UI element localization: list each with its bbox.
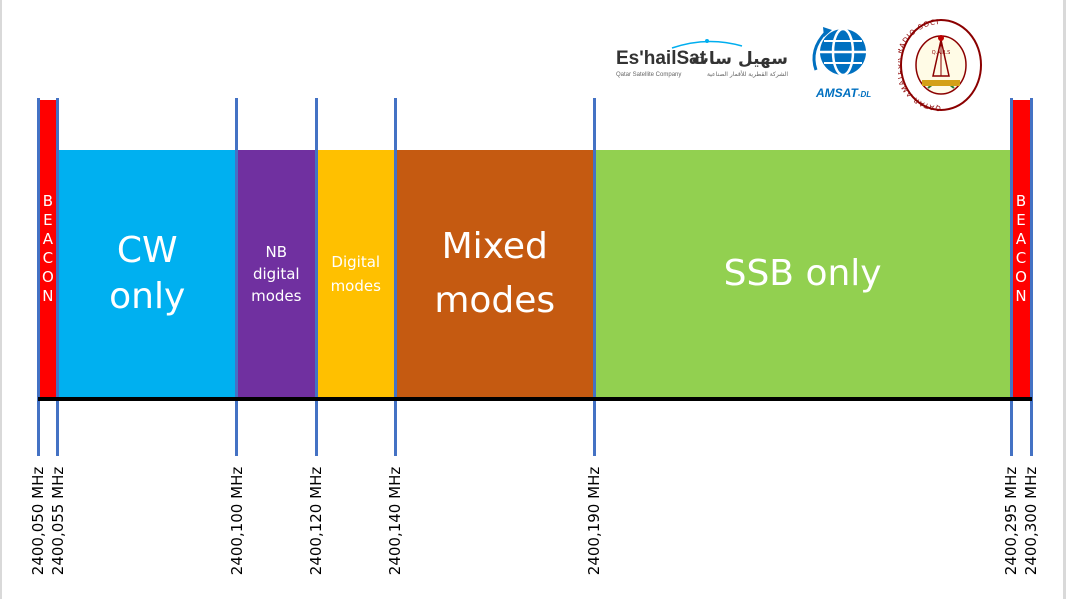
eshailsat-star [705,39,709,43]
segment-ssb-only: SSB only [594,150,1012,398]
qars-wave-dot [938,35,944,41]
frequency-label: 2400,120 MHz [306,458,326,583]
amsat-orbit-arrowhead [823,27,832,37]
segment-label-ssb-only: SSB only [723,253,882,294]
frequency-label-text: 2400,120 MHz [307,466,326,575]
left-frame-border [0,0,2,599]
eshailsat-name: Es'hailSat [616,48,707,69]
baseline-axis [38,397,1032,401]
amsat-orbit-arrow-icon [812,30,828,71]
frequency-label: 2400,300 MHz [1021,458,1041,583]
qars-seal-logo: QATAR AMATEUR RADIO SOCIETY Q.A.R.S [898,10,982,112]
eshailsat-subtitle: Qatar Satellite Company [616,72,681,78]
divider-line [314,98,318,456]
qars-emblem-text: Q.A.R.S [932,50,951,56]
frequency-label: 2400,140 MHz [385,458,405,583]
amsat-dl-logo: AMSAT-DL [812,27,871,100]
qars-desert-band [922,80,960,86]
segment-beacon-high: BEACON [1011,100,1031,398]
frequency-label: 2400,190 MHz [584,458,604,583]
eshailsat-subtitle-arabic: الشركة القطرية للأقمار الصناعية [707,70,788,78]
frequency-label-text: 2400,300 MHz [1022,466,1040,575]
frequency-label-text: 2400,050 MHz [29,466,47,575]
frequency-label: 2400,050 MHz [28,458,48,583]
frequency-label-text: 2400,055 MHz [48,466,67,575]
amsat-text: AMSAT-DL [815,86,871,100]
divider-line [1009,98,1013,456]
frequency-label: 2400,100 MHz [227,458,247,583]
divider-line [36,98,40,456]
frequency-label-text: 2400,190 MHz [585,466,604,575]
divider-line [393,98,397,456]
segment-label-beacon-low: BEACON [42,192,54,305]
frequency-label-text: 2400,140 MHz [386,466,405,575]
divider-line [235,98,239,456]
divider-line [1029,98,1033,456]
right-frame-border [1063,0,1066,599]
frequency-label-text: 2400,295 MHz [1002,466,1021,575]
frequency-label: 2400,295 MHz [1001,458,1021,583]
segment-beacon-low: BEACON [38,100,58,398]
frequency-label: 2400,055 MHz [48,458,68,583]
divider-line [592,98,596,456]
frequency-label-text: 2400,100 MHz [227,466,246,575]
divider-line [56,98,60,456]
segment-label-beacon-high: BEACON [1015,192,1027,305]
eshailsat-logo: Es'hailSat سهيل سات Qatar Satellite Comp… [616,39,788,78]
eshailsat-arabic-name: سهيل سات [692,49,788,69]
